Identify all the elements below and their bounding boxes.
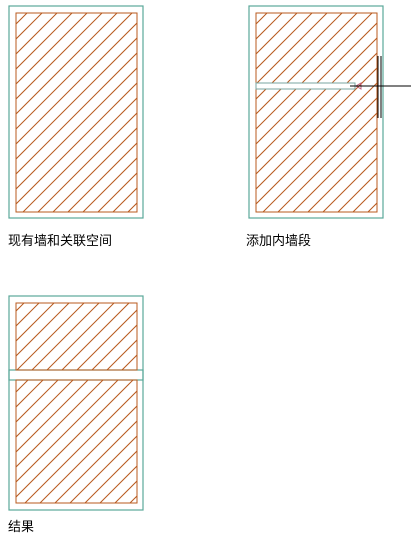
panel-existing [0, 5, 144, 219]
wall-outline [8, 5, 144, 219]
hatch-line [84, 450, 137, 503]
hatch-line [16, 13, 73, 70]
hatch-line [256, 22, 377, 145]
hatch-line [256, 37, 377, 160]
space-hatch-upper [0, 303, 137, 370]
hatch-line [16, 303, 70, 357]
hatch-line [16, 52, 137, 175]
hatch-line [39, 405, 137, 503]
hatch-line [61, 303, 130, 370]
hatch-line [16, 67, 137, 190]
hatch-line [16, 380, 59, 423]
hatch-line [31, 303, 100, 370]
space-boundary-lower [15, 379, 138, 504]
hatch-line [16, 22, 137, 145]
space-boundary-upper [15, 302, 138, 371]
space-hatch [0, 13, 377, 212]
caption-existing: 现有墙和关联空间 [8, 234, 113, 249]
hatch-line [16, 380, 134, 498]
hatch-line [16, 13, 133, 130]
hatch-line [16, 13, 58, 55]
hatch-line [16, 303, 85, 370]
hatch-line [16, 380, 74, 438]
space-boundary [255, 12, 378, 213]
hatch-line [0, 303, 9, 370]
hatch-line [69, 435, 137, 503]
new-wall-body [255, 82, 356, 90]
hatch-line [256, 13, 343, 100]
hatch-line [16, 13, 103, 100]
hatch-line [256, 13, 328, 85]
hatch-line [16, 380, 29, 393]
hatch-line [76, 309, 137, 370]
hatch-line [0, 13, 72, 212]
wall-outline [8, 295, 144, 511]
hatch-line [256, 13, 373, 130]
caption-add-segment: 添加内墙段 [246, 234, 312, 249]
hatch-line [54, 420, 137, 503]
hatch-line [91, 324, 137, 370]
hatch-line [16, 303, 40, 327]
hatch-line [262, 97, 377, 212]
hatch-line [0, 13, 87, 212]
hatch-line [16, 380, 104, 468]
panel-add-segment [0, 5, 411, 219]
hatch-line [106, 339, 137, 370]
hatch-line [121, 354, 137, 370]
hatch-line [16, 13, 88, 85]
hatch-line [97, 172, 137, 212]
hatch-line [337, 172, 377, 212]
hatch-line [16, 13, 118, 115]
hatch-line [16, 380, 89, 453]
hatch-line [292, 127, 377, 212]
caption-result: 结果 [8, 520, 35, 535]
hatch-line [16, 380, 119, 483]
hatch-line [22, 97, 137, 212]
space-hatch [0, 13, 137, 212]
hatch-line [256, 13, 358, 115]
interior-wall [8, 369, 144, 381]
wall-outline [248, 5, 384, 219]
hatch-line [16, 303, 55, 342]
hatch-line [0, 380, 13, 503]
hatch-line [114, 480, 137, 503]
hatch-line [256, 13, 313, 70]
hatch-line [46, 303, 115, 370]
space-hatch-lower [0, 380, 137, 503]
hatch-line [0, 13, 147, 212]
hatch-line [0, 13, 12, 212]
hatch-line [256, 13, 298, 55]
hatch-line [16, 37, 137, 160]
hatch-line [16, 380, 44, 408]
new-wall-segment [255, 82, 356, 90]
space-boundary [15, 12, 138, 213]
panel-result [0, 295, 144, 511]
hatch-line [52, 127, 137, 212]
hatch-line [37, 112, 137, 212]
hatch-line [367, 202, 377, 212]
crosshair-cursor-icon [350, 56, 411, 118]
hatch-line [16, 82, 137, 205]
hatch-line [256, 82, 377, 205]
hatch-line [256, 67, 377, 190]
hatch-line [256, 52, 377, 175]
hatch-line [129, 495, 137, 503]
hatch-line [322, 157, 377, 212]
hatch-line [0, 13, 162, 212]
hatch-line [82, 157, 137, 212]
hatch-line [277, 112, 377, 212]
hatch-line [16, 13, 43, 40]
hatch-line [24, 390, 137, 503]
hatch-line [0, 13, 192, 212]
hatch-line [99, 465, 137, 503]
hatch-line [307, 142, 377, 212]
hatch-line [67, 142, 137, 212]
